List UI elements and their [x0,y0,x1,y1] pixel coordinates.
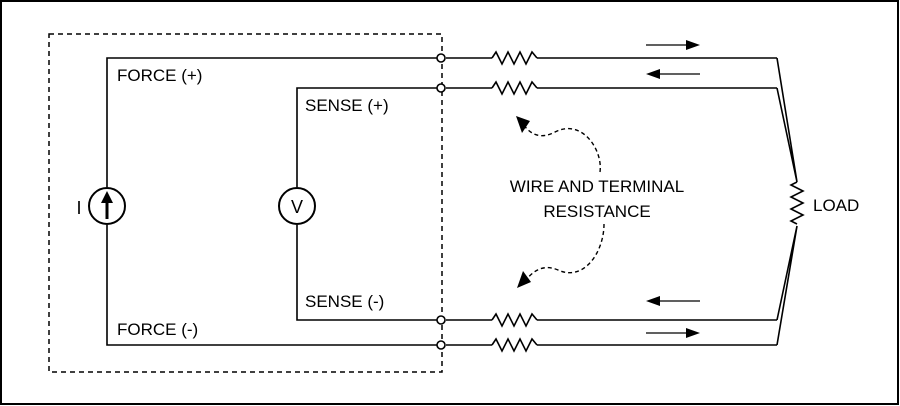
load-lower-wires [776,225,798,346]
arrow-icon [646,69,700,79]
terminal-force-minus [436,340,446,350]
resistor-icon [491,312,538,328]
arrow-icon [646,40,700,50]
load-resistor-icon [789,181,805,225]
force-plus-wire [106,57,437,187]
resistor-icon [491,337,538,353]
load-label: LOAD [813,196,859,215]
sense-minus-label: SENSE (-) [305,292,384,311]
wire-resistance-label-line1: WIRE AND TERMINAL [510,177,684,196]
current-source-label: I [76,198,81,218]
terminal-sense-plus [436,83,446,93]
sense-minus-wire [296,225,437,321]
voltmeter-label: V [291,197,303,217]
force-minus-wire [106,225,437,346]
resistor-icon [491,80,538,96]
voltmeter-icon [278,187,316,225]
callout-arrow-lower [517,223,605,288]
resistor-icon [491,50,538,66]
terminal-force-plus [436,53,446,63]
arrow-icon [646,328,700,338]
callout-arrow-upper [516,116,601,173]
terminal-sense-minus [436,315,446,325]
force-plus-label: FORCE (+) [117,66,202,85]
current-source-icon [88,187,126,225]
sense-plus-label: SENSE (+) [305,96,389,115]
arrow-icon [646,296,700,306]
load-upper-wires [776,57,798,183]
sense-plus-wire [296,87,437,187]
instrument-boundary [48,33,443,373]
force-minus-label: FORCE (-) [117,320,198,339]
wire-resistance-label-line2: RESISTANCE [543,202,650,221]
